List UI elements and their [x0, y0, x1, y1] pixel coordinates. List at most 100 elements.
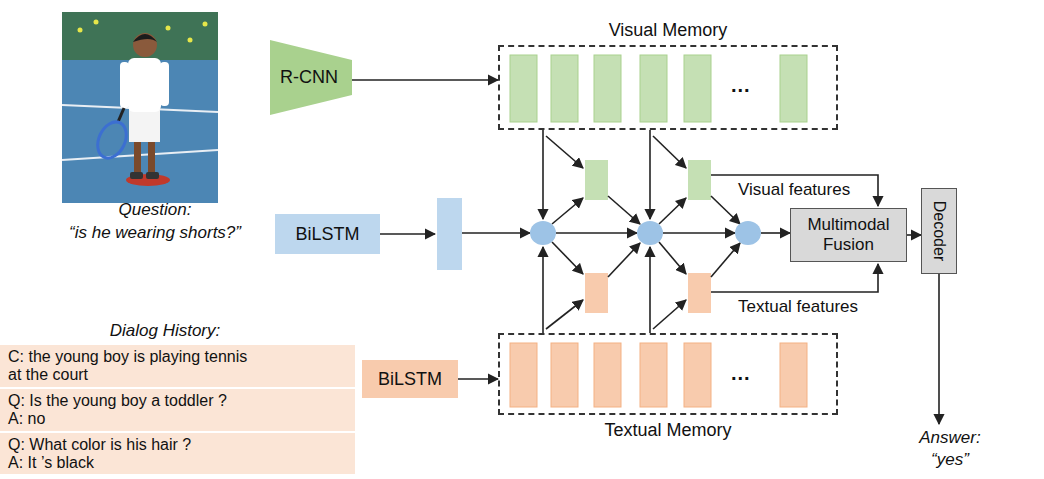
- cnn-trapezoid: R-CNN: [270, 40, 352, 115]
- attention-node: [530, 221, 556, 245]
- visual-memory-cells: [510, 55, 807, 122]
- feature-label: Visual features: [738, 180, 850, 200]
- dialog-turn: C: the young boy is playing tennis at th…: [0, 345, 355, 387]
- node-text: BiLSTM: [378, 369, 442, 390]
- attention-node: [637, 221, 663, 245]
- flow-arrow: [659, 242, 686, 274]
- memory-cell: [551, 55, 578, 122]
- flow-arrow: [542, 130, 544, 219]
- flow-arrow: [380, 233, 435, 235]
- ellipsis: ...: [731, 74, 751, 97]
- node-text: Decoder: [930, 201, 948, 261]
- trapezoid-fill: [270, 40, 352, 115]
- flow-arrow: [663, 232, 735, 234]
- node-text: A: no: [8, 410, 258, 428]
- dialog-turn: Q: What color is his hair ?A: It ’s blac…: [0, 433, 355, 475]
- leg: [134, 138, 141, 174]
- flow-arrow: [659, 198, 686, 224]
- tennis-ball: [166, 26, 171, 31]
- shirt: [128, 58, 161, 112]
- dialog-turn: Q: Is the young boy a toddler ?A: no: [0, 389, 355, 431]
- hair: [133, 34, 157, 42]
- flow-arrow: [649, 130, 651, 219]
- textual-feature: [585, 273, 608, 313]
- flow-arrow: [552, 198, 583, 224]
- memory-cell: [640, 55, 667, 122]
- shoe: [146, 172, 159, 179]
- node-text: A: It ’s black: [8, 454, 258, 472]
- textual-feature-arrow: [711, 264, 878, 292]
- tennis-ball: [94, 20, 99, 25]
- memory-cell: [684, 55, 711, 122]
- flow-arrow: [711, 243, 740, 277]
- answer-text: “yes”: [900, 450, 1000, 470]
- flow-arrow: [649, 247, 651, 333]
- memory-box: Textual Memory: [498, 333, 838, 415]
- racket-head: [92, 117, 132, 162]
- answer-arrow: [938, 274, 940, 424]
- flow-arrow: [546, 300, 583, 329]
- flow-arrow: [761, 232, 790, 234]
- memory-cell: [551, 343, 578, 407]
- memory-cell: [510, 343, 537, 407]
- decoder-box: Decoder: [921, 188, 957, 274]
- flow-arrow: [556, 232, 637, 234]
- memory-cell: [510, 55, 537, 122]
- flow-connector: [458, 378, 498, 380]
- tennis-photo: [62, 12, 218, 203]
- flow-arrow: [542, 247, 544, 333]
- flow-arrow: [546, 136, 583, 168]
- flow-connector: [352, 79, 498, 81]
- flow-arrow: [608, 243, 640, 277]
- question-text: “is he wearing shorts?”: [35, 223, 275, 243]
- node-text: Q: What color is his hair ?: [8, 436, 258, 454]
- node-text: C: the young boy is playing tennis at th…: [8, 348, 258, 384]
- node-text: Multimodal Fusion: [797, 215, 900, 254]
- visual-feature: [688, 160, 711, 200]
- tennis-ball: [188, 38, 193, 43]
- flow-arrow: [608, 196, 640, 224]
- input-caption: Dialog History:: [80, 321, 250, 341]
- question-vector: [437, 198, 462, 270]
- output-caption: Answer:: [900, 428, 1000, 448]
- shoe: [130, 172, 143, 179]
- attention-node: [735, 221, 761, 245]
- racket-handle: [118, 108, 124, 122]
- visual-feature: [585, 160, 608, 200]
- arm: [120, 62, 129, 108]
- encoder-box: BiLSTM: [275, 214, 380, 254]
- flow-arrow: [552, 242, 583, 274]
- feature-label: Textual features: [738, 297, 858, 317]
- memory-cell: [640, 343, 667, 407]
- court-ground: [62, 12, 218, 203]
- flow-arrow: [462, 232, 530, 234]
- flow-wires: [380, 130, 939, 424]
- flow-arrow: [653, 300, 686, 329]
- textual-feature: [688, 273, 711, 313]
- input-caption: Question:: [95, 200, 215, 220]
- head: [133, 33, 157, 57]
- fence-band: [62, 12, 218, 60]
- tennis-ball: [78, 28, 83, 33]
- memory-heading: Textual Memory: [480, 420, 856, 441]
- tennis-ball: [203, 22, 208, 27]
- flow-arrow: [653, 136, 686, 168]
- ellipsis: ...: [731, 362, 751, 385]
- textual-memory-cells: [510, 343, 807, 407]
- arm: [160, 62, 169, 106]
- node-text: Q: Is the young boy a toddler ?: [8, 392, 258, 410]
- fusion-box: Multimodal Fusion: [790, 208, 907, 262]
- memory-cell: [684, 343, 711, 407]
- memory-box: Visual Memory: [498, 45, 838, 130]
- flow-arrow: [711, 196, 740, 224]
- flow-connector: [907, 234, 921, 236]
- encoder-box: BiLSTM: [362, 360, 458, 398]
- leg: [148, 138, 155, 174]
- node-text: BiLSTM: [295, 224, 359, 245]
- memory-cell: [594, 55, 621, 122]
- memory-heading: Visual Memory: [480, 20, 856, 41]
- memory-cell: [594, 343, 621, 407]
- shorts: [129, 108, 160, 142]
- visual-feature-arrow: [711, 175, 878, 206]
